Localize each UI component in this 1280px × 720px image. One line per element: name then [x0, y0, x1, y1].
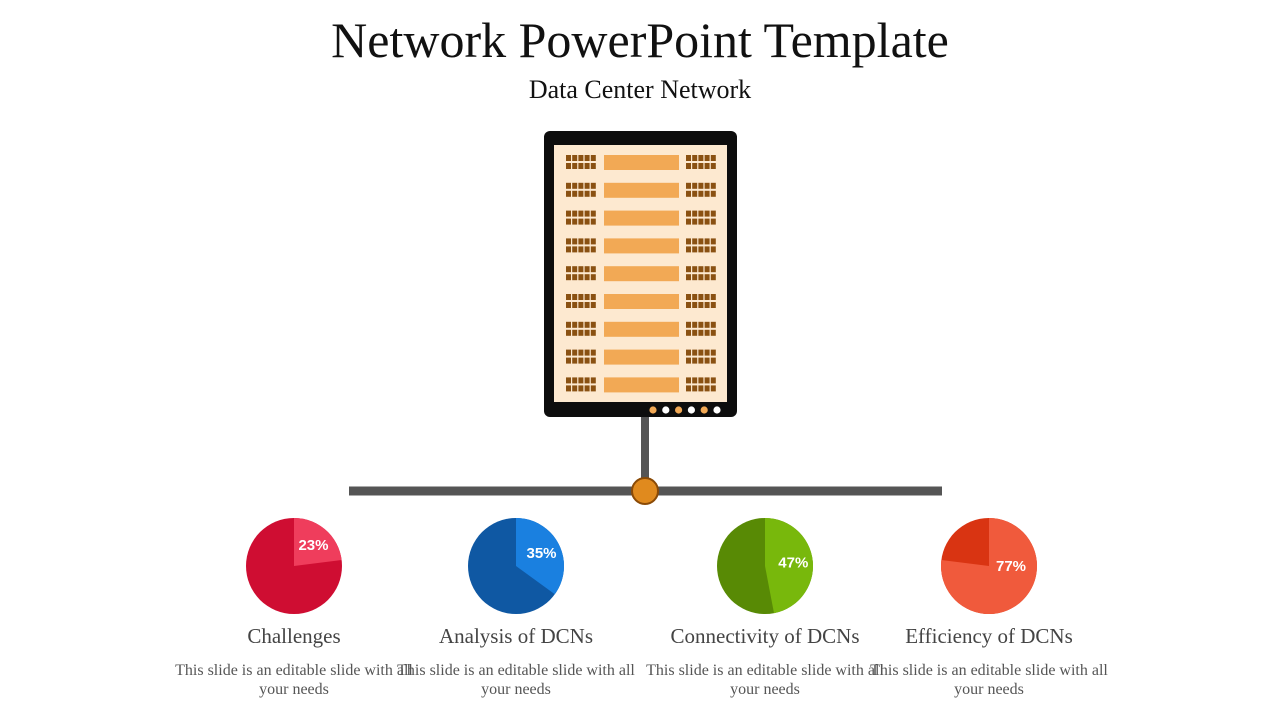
pie-value-label: 77%	[996, 558, 1026, 575]
rack-bar	[604, 155, 679, 170]
rack-vent-grid	[566, 266, 596, 281]
rack-vent-grid	[566, 321, 596, 336]
rack-vent-grid	[686, 294, 716, 308]
card-title: Connectivity of DCNs	[670, 624, 860, 648]
rack-vent-grid	[686, 266, 716, 281]
pie-value-slice	[294, 518, 342, 566]
pie-chart-connectivity: 47%	[717, 518, 813, 614]
card-title: Analysis of DCNs	[438, 624, 593, 648]
status-led	[675, 406, 683, 414]
pie-value-slice	[941, 518, 1037, 614]
stat-card-challenges: 23% Challenges This slide is an editable…	[174, 516, 414, 698]
status-led	[687, 406, 696, 414]
stat-card-connectivity: 47% Connectivity of DCNs This slide is a…	[645, 516, 885, 698]
rack-vent-grid	[566, 349, 596, 364]
pie-value-slice	[516, 518, 564, 595]
rack-bar	[604, 238, 679, 254]
rack-bar	[604, 266, 679, 282]
rack-vent-grid	[566, 294, 596, 308]
card-title: Challenges	[247, 624, 341, 648]
pie-chart-analysis: 35%	[468, 518, 564, 614]
pie-value-label: 47%	[778, 554, 808, 571]
orange-node-icon	[631, 477, 659, 505]
pie-chart-efficiency: 77%	[941, 518, 1037, 614]
card-description: This slide is an editable slide with all…	[646, 662, 884, 698]
status-led	[700, 406, 708, 414]
slide-title: Network PowerPoint Template	[331, 12, 949, 68]
rack-vent-grid	[686, 210, 716, 225]
rack-vent-grid	[686, 182, 716, 197]
rack-bar	[604, 349, 679, 365]
pie-value-slice	[765, 518, 813, 614]
rack-vent-grid	[686, 377, 716, 392]
rack-vent-grid	[566, 210, 596, 225]
rack-rows	[566, 155, 716, 393]
rack-vent-grid	[566, 377, 596, 392]
rack-status-leds	[649, 406, 721, 414]
pie-value-label: 35%	[527, 545, 557, 562]
card-description: This slide is an editable slide with all…	[175, 662, 413, 698]
rack-bar	[604, 294, 679, 309]
slide-subtitle: Data Center Network	[528, 75, 752, 104]
pie-chart-challenges: 23%	[246, 518, 342, 614]
pie-value-label: 23%	[298, 537, 328, 554]
rack-vent-grid	[686, 155, 716, 169]
rack-vent-grid	[686, 238, 716, 253]
rack-vent-grid	[686, 349, 716, 364]
rack-vent-grid	[566, 238, 596, 253]
status-led	[713, 406, 721, 414]
rack-vent-grid	[566, 155, 596, 169]
rack-bar	[604, 321, 679, 337]
rack-bar	[604, 182, 679, 198]
server-rack-icon	[544, 131, 737, 417]
card-description: This slide is an editable slide with all…	[870, 662, 1108, 698]
rack-bar	[604, 377, 679, 393]
status-led	[649, 406, 657, 414]
status-led	[662, 406, 670, 414]
card-description: This slide is an editable slide with all…	[397, 662, 635, 698]
stat-card-efficiency: 77% Efficiency of DCNs This slide is an …	[869, 516, 1109, 698]
rack-bar	[604, 210, 679, 226]
rack-vent-grid	[686, 321, 716, 336]
stat-card-analysis: 35% Analysis of DCNs This slide is an ed…	[396, 516, 636, 698]
card-title: Efficiency of DCNs	[905, 624, 1073, 648]
rack-vent-grid	[566, 182, 596, 197]
